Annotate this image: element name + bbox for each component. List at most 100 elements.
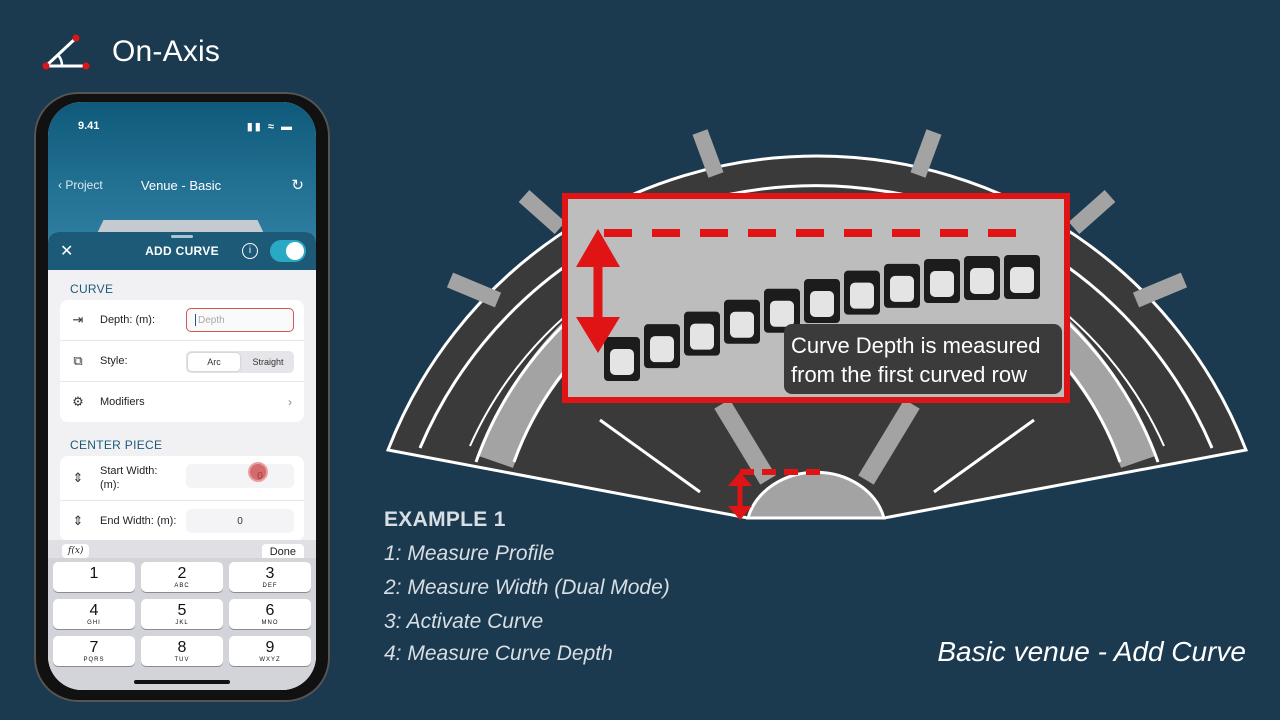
status-time: 9.41 <box>78 120 100 132</box>
brand-name: On-Axis <box>112 35 221 68</box>
info-icon[interactable]: i <box>242 243 258 259</box>
key-digit: 5 <box>177 602 187 619</box>
phone-screen: 9.41 ▮▮ ≈ ▬ ‹ Project Venue - Basic ↻ ✕ … <box>48 102 316 690</box>
end-width-row: ⇕ End Width: (m): 0 <box>60 501 304 541</box>
touch-indicator <box>248 462 268 482</box>
style-option-arc[interactable]: Arc <box>188 353 240 371</box>
style-option-straight[interactable]: Straight <box>252 357 284 367</box>
example-step-4: 4: Measure Curve Depth <box>384 642 613 665</box>
section-curve: CURVE <box>70 282 114 296</box>
home-indicator[interactable] <box>134 680 230 684</box>
curve-toggle[interactable] <box>270 240 306 262</box>
status-bar: 9.41 ▮▮ ≈ ▬ <box>78 120 294 133</box>
start-width-label: Start Width: (m): <box>100 465 158 491</box>
end-width-field[interactable]: 0 <box>186 509 294 533</box>
sheet-grabber[interactable] <box>171 235 193 238</box>
key-digit: 9 <box>265 639 275 656</box>
text-caret <box>195 314 196 326</box>
seat <box>684 311 720 356</box>
key-digit: 2 <box>177 565 187 582</box>
sheet-title: ADD CURVE <box>145 244 219 258</box>
depth-placeholder: Depth <box>198 314 225 326</box>
seat-row-zoom <box>576 229 1040 381</box>
venue-preview: 9.41 ▮▮ ≈ ▬ ‹ Project Venue - Basic ↻ <box>48 102 316 242</box>
key-letters: MNO <box>261 620 279 626</box>
depth-input[interactable]: Depth <box>186 308 294 332</box>
seat <box>844 270 880 315</box>
callout-line-1: Curve Depth is measured <box>791 333 1041 358</box>
brand: On-Axis <box>40 30 220 74</box>
key-letters: ABC <box>174 583 190 589</box>
style-row: ⧉ Style: Arc Straight <box>60 341 304 382</box>
key-letters: DEF <box>262 583 278 589</box>
angle-icon <box>42 34 90 70</box>
example-step-2: 2: Measure Width (Dual Mode) <box>384 576 670 599</box>
video-caption: Basic venue - Add Curve <box>937 636 1246 667</box>
callout-line-2: from the first curved row <box>791 362 1027 387</box>
seat <box>964 256 1000 301</box>
refresh-icon[interactable]: ↻ <box>291 177 304 194</box>
seat <box>1004 255 1040 299</box>
center-piece-card: ⇕ Start Width: (m): 0 ⇕ End Width: (m): … <box>60 456 304 541</box>
key-letters: TUV <box>174 657 190 663</box>
expand-vertical-icon: ⇕ <box>72 513 84 528</box>
start-width-field[interactable]: 0 <box>186 464 294 488</box>
zoom-inset <box>562 193 1070 403</box>
example-title: EXAMPLE 1 <box>384 508 506 531</box>
key-digit: 6 <box>265 602 275 619</box>
depth-label: Depth: (m): <box>100 314 156 326</box>
key-digit: 8 <box>177 639 187 656</box>
close-icon[interactable]: ✕ <box>60 243 74 260</box>
start-width-row: ⇕ Start Width: (m): 0 <box>60 456 304 501</box>
seat <box>924 259 960 304</box>
key-digit: 4 <box>89 602 99 619</box>
key-letters: WXYZ <box>259 657 281 663</box>
end-width-value: 0 <box>237 515 243 527</box>
section-center-piece: CENTER PIECE <box>70 438 163 452</box>
style-label: Style: <box>100 355 128 367</box>
modifiers-label: Modifiers <box>100 396 145 408</box>
function-button[interactable]: f(x) <box>62 544 90 558</box>
seat <box>724 299 760 344</box>
seat <box>644 324 680 369</box>
depth-row: ⇥ Depth: (m): Depth <box>60 300 304 341</box>
seat <box>764 288 800 333</box>
seat <box>804 279 840 324</box>
done-button[interactable]: Done <box>261 544 304 560</box>
expand-vertical-icon: ⇕ <box>72 470 84 485</box>
key-1[interactable]: 1 <box>53 562 135 592</box>
back-label: Project <box>65 178 103 192</box>
seat <box>884 263 920 308</box>
curve-card: ⇥ Depth: (m): Depth ⧉ Style: Arc Straigh… <box>60 300 304 422</box>
nav-bar: ‹ Project Venue - Basic ↻ <box>58 176 304 194</box>
example-step-3: 3: Activate Curve <box>384 610 544 633</box>
chevron-left-icon: ‹ <box>58 178 66 192</box>
nav-title: Venue - Basic <box>140 177 222 193</box>
key-digit: 1 <box>89 565 99 582</box>
back-button[interactable]: ‹ Project <box>58 178 103 192</box>
key-letters: PQRS <box>83 657 105 663</box>
style-segmented-control: Arc Straight <box>186 351 294 373</box>
chevron-right-icon: › <box>288 395 292 409</box>
wrench-icon: ⚙ <box>72 394 84 409</box>
depth-callout: Curve Depth is measured from the first c… <box>784 324 1062 394</box>
modifiers-row[interactable]: ⚙ Modifiers › <box>60 382 304 422</box>
key-letters: GHI <box>87 620 101 626</box>
example-step-1: 1: Measure Profile <box>384 542 555 565</box>
end-width-label: End Width: (m): <box>100 515 177 527</box>
sheet-header: ✕ ADD CURVE i <box>48 232 316 270</box>
key-digit: 7 <box>89 639 99 656</box>
seat <box>604 337 640 381</box>
status-icons: ▮▮ ≈ ▬ <box>246 121 294 133</box>
arrow-to-line-icon: ⇥ <box>72 312 84 327</box>
shapes-icon: ⧉ <box>73 353 83 368</box>
